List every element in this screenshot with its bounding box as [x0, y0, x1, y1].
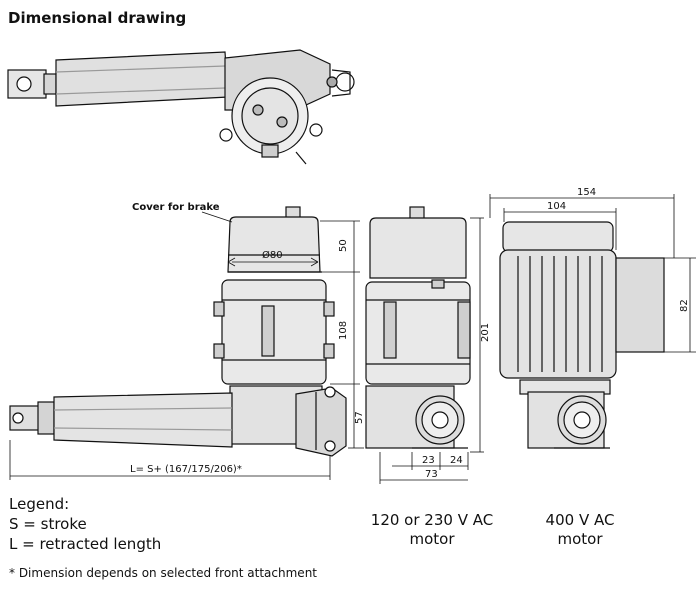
legend: Legend: S = stroke L = retracted length: [9, 494, 161, 554]
legend-item: S = stroke: [9, 515, 87, 533]
dim-73-label: 73: [425, 469, 438, 480]
front-view-400v-motor: [499, 221, 665, 449]
dim-104-label: 104: [547, 201, 566, 212]
motor-label-ac: 120 or 230 V AC motor: [362, 511, 502, 549]
dim-201-label: 201: [480, 323, 491, 342]
side-view-actuator: [9, 206, 347, 457]
motor-label-400v: 400 V AC motor: [530, 511, 630, 549]
dimension-lines: [9, 194, 696, 484]
dim-108-label: 108: [338, 321, 349, 340]
dim-57-label: 57: [354, 411, 365, 424]
motor-label-line: 400 V AC: [545, 511, 615, 529]
diameter-label: Ø80: [262, 249, 283, 261]
dim-154-label: 154: [577, 187, 596, 198]
legend-item: L = retracted length: [9, 535, 162, 553]
page-title: Dimensional drawing: [8, 9, 187, 27]
top-view-actuator: [7, 49, 355, 165]
dim-50-label: 50: [338, 239, 349, 252]
front-view-ac-motor: [365, 206, 471, 449]
cover-for-brake-label: Cover for brake: [132, 202, 220, 213]
motor-label-line: motor: [557, 530, 603, 548]
dim-82-label: 82: [679, 299, 690, 312]
dim-23-label: 23: [422, 455, 435, 466]
dim-24-label: 24: [450, 455, 463, 466]
motor-label-line: 120 or 230 V AC: [370, 511, 494, 529]
legend-heading: Legend:: [9, 495, 70, 513]
footnote: * Dimension depends on selected front at…: [9, 566, 317, 580]
length-formula-label: L= S+ (167/175/206)*: [130, 464, 242, 475]
motor-label-line: motor: [409, 530, 455, 548]
